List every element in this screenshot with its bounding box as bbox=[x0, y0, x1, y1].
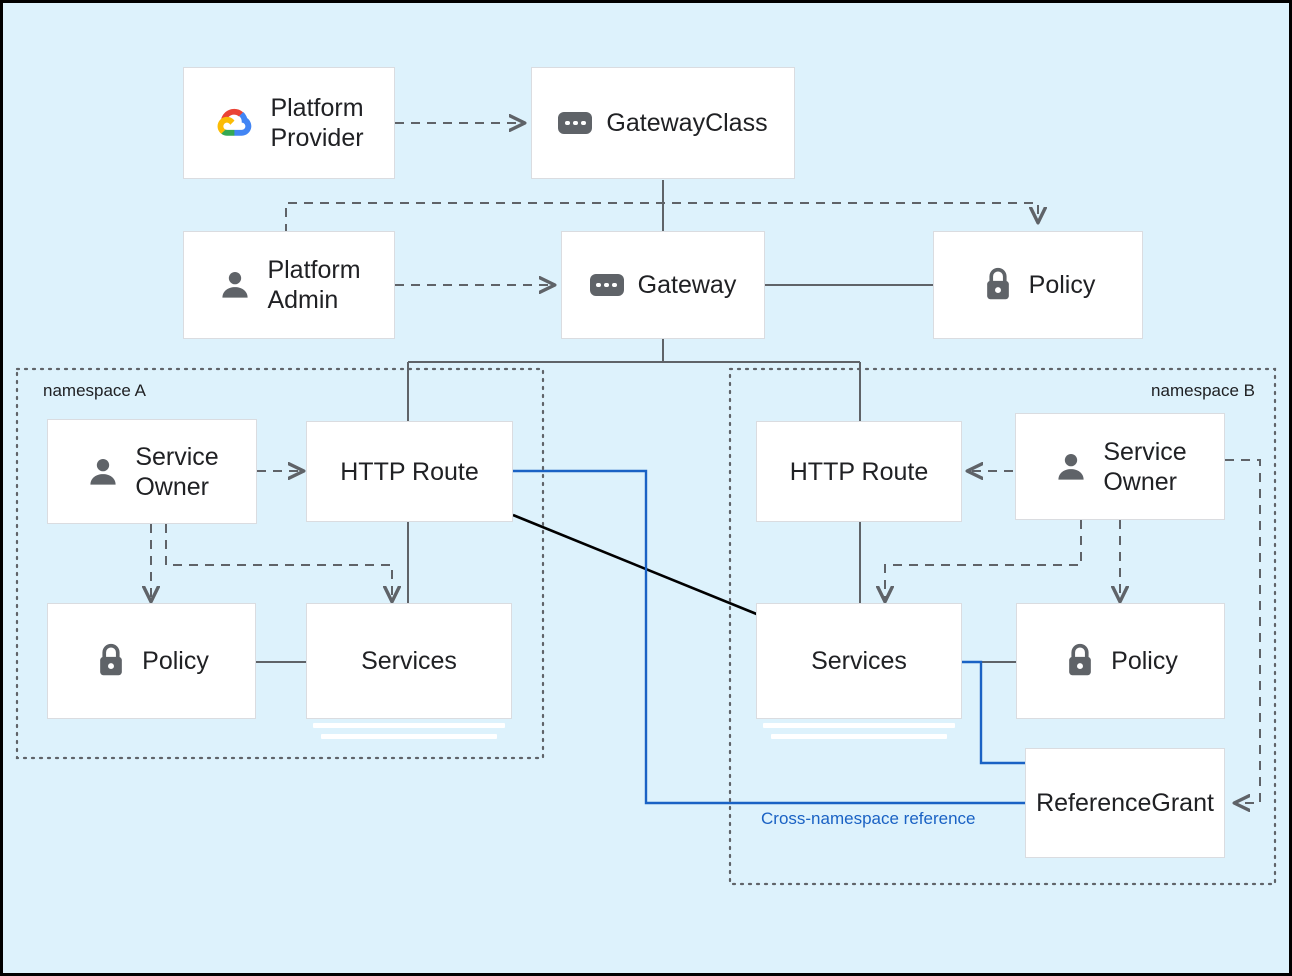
edge-owner-a-to-services-a bbox=[165, 524, 392, 601]
google-cloud-icon bbox=[218, 108, 252, 136]
node-services-b[interactable]: Services bbox=[756, 603, 962, 719]
service-owner-b-label: Service Owner bbox=[1103, 437, 1187, 496]
person-icon bbox=[1058, 453, 1084, 480]
services-a-stack-layer-2 bbox=[321, 734, 497, 739]
services-a-stack-layer-1 bbox=[313, 723, 505, 728]
platform-admin-label: Platform Admin bbox=[267, 256, 361, 314]
gateway-icon bbox=[589, 274, 624, 296]
node-service-owner-a[interactable]: Service Owner bbox=[47, 419, 257, 524]
gateway-icon bbox=[558, 112, 593, 134]
services-a-label: Services bbox=[361, 647, 457, 675]
edge-admin-to-policy-top bbox=[285, 202, 1038, 233]
person-icon bbox=[90, 458, 116, 485]
edge-gateway-to-httproutes bbox=[407, 339, 861, 421]
node-policy-top[interactable]: Policy bbox=[933, 231, 1143, 339]
services-b-stack-layer-2 bbox=[771, 734, 947, 739]
node-gateway[interactable]: Gateway bbox=[561, 231, 765, 339]
node-platform-provider[interactable]: Platform Provider bbox=[183, 67, 395, 179]
policy-b-label: Policy bbox=[1111, 647, 1178, 675]
services-b-label: Services bbox=[811, 647, 907, 675]
services-b-stack-layer-1 bbox=[763, 723, 955, 728]
http-route-b-label: HTTP Route bbox=[789, 457, 929, 486]
gateway-class-label: GatewayClass bbox=[606, 109, 768, 137]
node-reference-grant[interactable]: ReferenceGrant bbox=[1025, 748, 1225, 858]
node-policy-b[interactable]: Policy bbox=[1016, 603, 1225, 719]
http-route-a-label: HTTP Route bbox=[340, 457, 479, 486]
node-services-a[interactable]: Services bbox=[306, 603, 512, 719]
policy-top-label: Policy bbox=[1028, 271, 1096, 299]
edge-owner-b-to-services-b bbox=[885, 520, 1082, 601]
gateway-label: Gateway bbox=[637, 271, 737, 299]
service-owner-a-label: Service Owner bbox=[135, 442, 219, 501]
node-platform-admin[interactable]: Platform Admin bbox=[183, 231, 395, 339]
cross-namespace-reference-label: Cross-namespace reference bbox=[761, 809, 976, 828]
lock-icon bbox=[1069, 643, 1091, 676]
node-service-owner-b[interactable]: Service Owner bbox=[1015, 413, 1225, 520]
policy-a-label: Policy bbox=[142, 647, 209, 675]
edge-httproute-a-to-services-b bbox=[512, 513, 760, 617]
namespace-b-label: namespace B bbox=[1151, 381, 1255, 400]
lock-icon bbox=[986, 267, 1009, 300]
reference-grant-label: ReferenceGrant bbox=[1036, 789, 1214, 817]
node-http-route-b[interactable]: HTTP Route bbox=[756, 421, 962, 522]
node-policy-a[interactable]: Policy bbox=[47, 603, 256, 719]
node-http-route-a[interactable]: HTTP Route bbox=[306, 421, 513, 522]
namespace-a-label: namespace A bbox=[43, 381, 147, 400]
lock-icon bbox=[100, 643, 122, 676]
node-gateway-class[interactable]: GatewayClass bbox=[531, 67, 795, 179]
edge-owner-b-to-referencegrant bbox=[1225, 459, 1261, 803]
person-icon bbox=[222, 271, 249, 298]
platform-provider-label: Platform Provider bbox=[270, 94, 364, 152]
